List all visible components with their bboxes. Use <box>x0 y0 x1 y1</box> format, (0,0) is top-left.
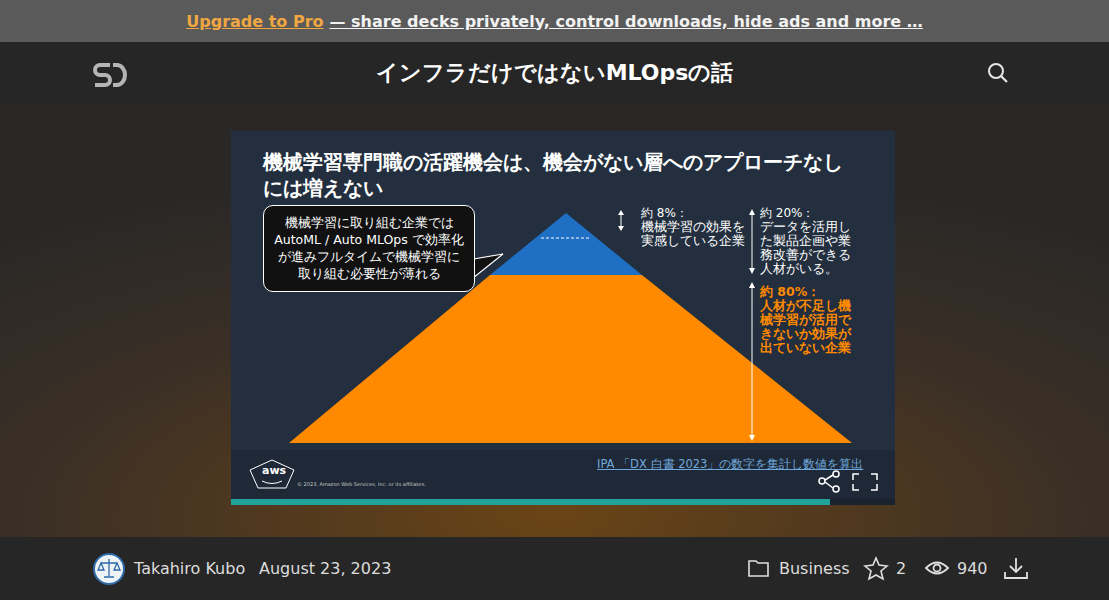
percent-label: 約 80%： <box>760 285 820 299</box>
copyright-note: © 2023, Amazon Web Services, Inc. or its… <box>297 481 426 487</box>
author-avatar <box>98 559 120 577</box>
aws-logo-text: aws <box>262 465 286 477</box>
folder-icon <box>749 561 768 576</box>
promo-bar <box>0 0 1109 42</box>
search-icon <box>1001 76 1007 82</box>
share-icon <box>819 478 825 484</box>
range-arrow <box>752 286 753 437</box>
publish-date: August 23, 2023 <box>259 559 391 579</box>
slide-ground <box>231 131 895 505</box>
callout-bubble: 機械学習に取り組む企業では AutoML / Auto MLOps で効率化が進… <box>263 205 475 292</box>
pyramid-top <box>490 213 642 275</box>
percent-note: 人材が不足し機械学習が活用できないか効果が出ていない企業 <box>760 299 862 355</box>
aws-logo <box>262 481 282 484</box>
percent-label: 約 20%： <box>760 206 815 220</box>
slide-title: 機械学習専門職の活躍機会は、機会がない層へのアプローチなしには増えない <box>263 149 855 201</box>
progress-track <box>231 499 895 505</box>
slide-footer <box>231 450 895 499</box>
search-icon <box>989 64 1003 78</box>
site-logo <box>95 65 110 85</box>
aws-logo <box>250 460 294 488</box>
footer-bar <box>0 537 1109 600</box>
star-count: 2 <box>896 559 906 579</box>
share-icon <box>825 475 833 488</box>
share-icon <box>833 486 839 492</box>
header-bar <box>0 42 1109 105</box>
range-arrow <box>752 213 753 270</box>
share-icon <box>833 471 839 477</box>
eye-icon <box>934 565 941 572</box>
stage-ground <box>0 105 1109 537</box>
promo-link: Upgrade to Pro <box>186 12 323 31</box>
percent-note: データを活用した製品企画や業務改善ができる人材がいる。 <box>760 220 862 276</box>
range-arrow <box>621 214 622 228</box>
view-count: 940 <box>957 559 988 579</box>
callout-text: 機械学習に取り組む企業では AutoML / Auto MLOps で効率化が進… <box>272 214 466 282</box>
source-note: IPA 「DX 白書 2023」の数字を集計し数値を算出 <box>597 457 863 471</box>
arrow-head <box>618 210 624 215</box>
arrow-head <box>749 209 755 215</box>
deck-title: インフラだけではないMLOpsの話 <box>0 59 1109 87</box>
download-icon <box>1005 558 1027 578</box>
percent-note: 機械学習の効果を実感している企業 <box>641 220 747 248</box>
arrow-head <box>749 282 755 288</box>
dashed-divider <box>541 238 591 239</box>
arrow-head <box>749 268 755 274</box>
star-icon <box>865 558 887 579</box>
promo-line: Upgrade to Pro — share decks privately, c… <box>0 0 1109 42</box>
author-name: Takahiro Kubo <box>134 559 245 579</box>
site-logo <box>113 65 125 85</box>
progress-bar <box>231 499 830 505</box>
promo-text: — share decks privately, control downloa… <box>330 12 923 31</box>
arrow-head <box>618 226 624 231</box>
percent-label: 約 8%： <box>641 206 688 220</box>
eye-icon <box>926 563 948 574</box>
fullscreen-icon <box>853 474 877 490</box>
arrow-head <box>749 435 755 441</box>
author-avatar <box>94 554 124 584</box>
category-name: Business <box>779 559 850 579</box>
